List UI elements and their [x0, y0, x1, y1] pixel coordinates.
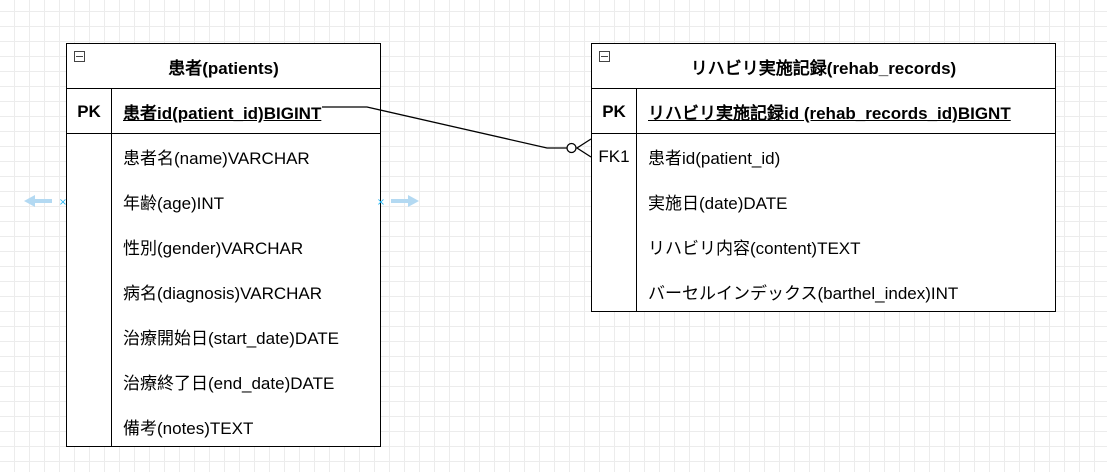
patients-field-gender[interactable]: 性別(gender)VARCHAR	[123, 239, 304, 258]
patients-field-end-date[interactable]: 治療終了日(end_date)DATE	[123, 374, 335, 393]
rehab-records-field-patient-id[interactable]: 患者id(patient_id)	[648, 149, 781, 168]
selection-handle-left[interactable]: ×	[24, 195, 67, 208]
patients-pk-row[interactable]: PK 患者id(patient_id)BIGINT	[67, 89, 380, 134]
rehab-records-field-content[interactable]: リハビリ内容(content)TEXT	[648, 239, 861, 258]
rehab-records-fk-label: FK1	[598, 146, 630, 166]
collapse-icon[interactable]	[74, 51, 85, 62]
patients-field-name[interactable]: 患者名(name)VARCHAR	[123, 149, 310, 168]
zero-optional-icon	[566, 142, 577, 154]
entity-patients[interactable]: 患者(patients) PK 患者id(patient_id)BIGINT 患…	[66, 43, 381, 447]
rehab-records-pk-label: PK	[602, 101, 626, 121]
patients-field-start-date[interactable]: 治療開始日(start_date)DATE	[123, 329, 340, 348]
handle-point-icon: ×	[59, 197, 67, 208]
rehab-records-pk-field: リハビリ実施記録id (rehab_records_id)BIGNT	[648, 104, 1011, 123]
rehab-records-field-barthel-index[interactable]: バーセルインデックス(barthel_index)INT	[648, 284, 959, 303]
entity-rehab-records-title-text: リハビリ実施記録(rehab_records)	[690, 58, 957, 78]
entity-patients-title-text: 患者(patients)	[168, 58, 279, 78]
collapse-icon[interactable]	[599, 51, 610, 62]
patients-key-column	[67, 89, 112, 446]
patients-field-age[interactable]: 年齢(age)INT	[123, 194, 225, 213]
rehab-records-field-date[interactable]: 実施日(date)DATE	[648, 194, 788, 213]
rehab-records-pk-row[interactable]: PK リハビリ実施記録id (rehab_records_id)BIGNT	[592, 89, 1055, 134]
relationship-connector[interactable]	[322, 106, 592, 158]
patients-pk-label: PK	[77, 101, 101, 121]
entity-rehab-records-title[interactable]: リハビリ実施記録(rehab_records)	[592, 44, 1055, 89]
crowfoot-many-icon	[575, 138, 592, 158]
rehab-records-key-column	[592, 89, 637, 311]
patients-field-diagnosis[interactable]: 病名(diagnosis)VARCHAR	[123, 284, 323, 303]
selection-handle-right[interactable]: ×	[377, 195, 419, 208]
handle-point-icon: ×	[377, 197, 385, 208]
patients-pk-field: 患者id(patient_id)BIGINT	[123, 104, 322, 123]
patients-field-notes[interactable]: 備考(notes)TEXT	[123, 419, 254, 438]
entity-rehab-records[interactable]: リハビリ実施記録(rehab_records) PK リハビリ実施記録id (r…	[591, 43, 1056, 312]
entity-patients-title[interactable]: 患者(patients)	[67, 44, 380, 89]
